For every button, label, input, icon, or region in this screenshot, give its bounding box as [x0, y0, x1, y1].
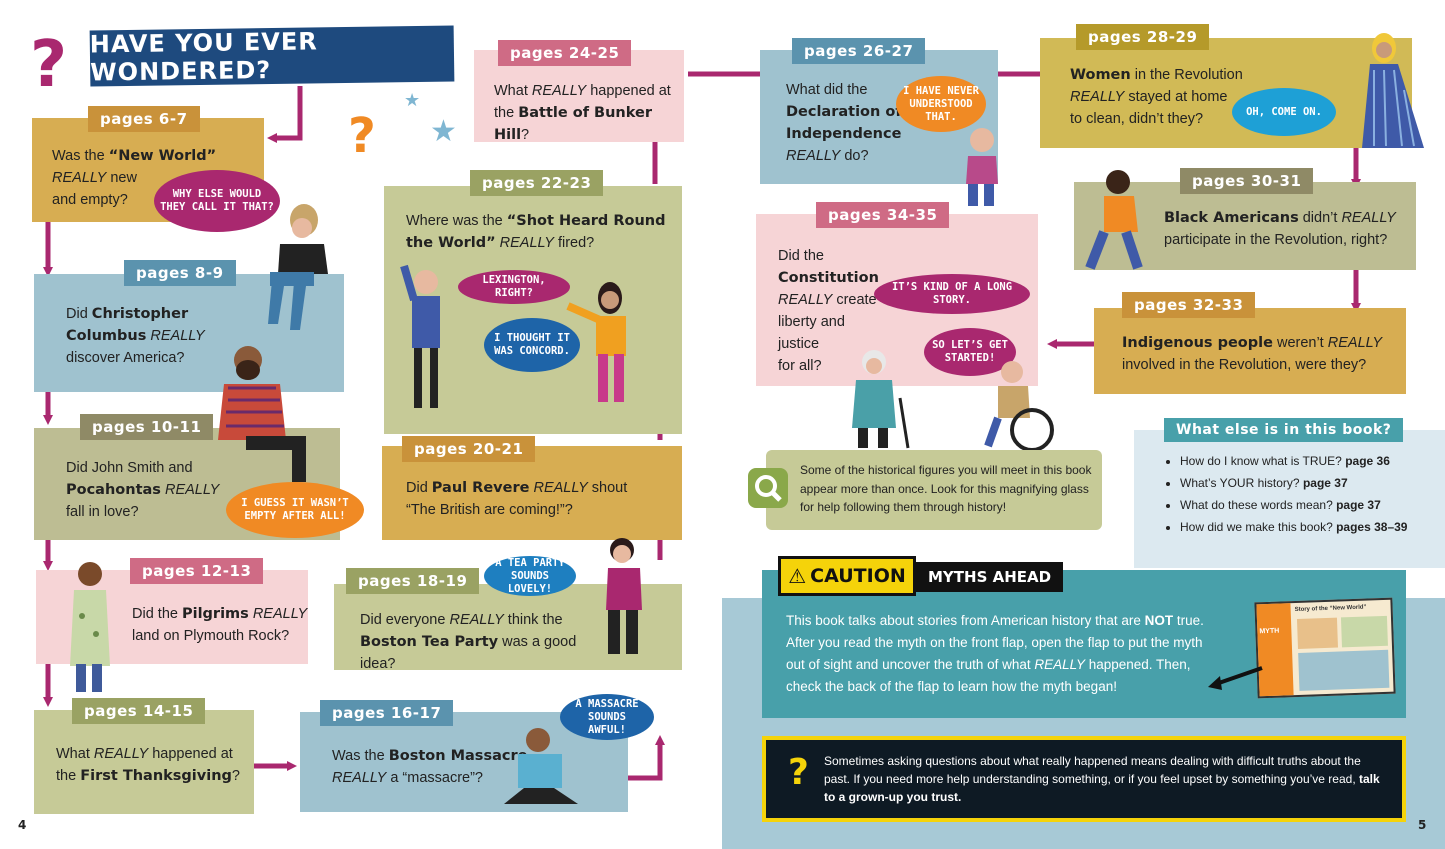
question-mark-icon: ? — [788, 752, 809, 793]
illustration-tea-party-person — [606, 538, 642, 654]
card-question: Black Americans didn’t REALLY participat… — [1164, 210, 1396, 248]
illustration-massacre-person — [504, 728, 578, 804]
speech-bubble-come-on: OH, COME ON. — [1232, 88, 1336, 136]
illustration-person-sitting — [268, 204, 328, 330]
magnifying-glass-icon — [748, 468, 788, 508]
page-tag: pages 20-21 — [402, 436, 536, 462]
card-question: What did the Declaration of Independence… — [786, 82, 902, 164]
illustration-elder-woman — [852, 350, 910, 449]
illustration-wheelchair-person — [984, 361, 1054, 452]
card-pages-28-29[interactable] — [1040, 38, 1412, 148]
list-item[interactable]: What’s YOUR history? page 37 — [1180, 472, 1445, 494]
caution-text: This book talks about stories from Ameri… — [786, 613, 1204, 694]
speech-bubble-why: WHY ELSE WOULD THEY CALL IT THAT? — [154, 170, 280, 232]
list-item[interactable]: How did we make this book? pages 38–39 — [1180, 516, 1445, 538]
illustration-pilgrim — [70, 562, 110, 692]
page-tag: pages 24-25 — [498, 40, 632, 66]
illustration-girl — [966, 128, 998, 206]
page-tag: pages 6-7 — [88, 106, 200, 132]
card-question: Was the “New World” REALLY new and empty… — [52, 148, 217, 208]
page-title-banner: HAVE YOU EVER WONDERED? — [89, 25, 455, 87]
page-tag: pages 28-29 — [1076, 24, 1210, 50]
list-item[interactable]: How do I know what is TRUE? page 36 — [1180, 450, 1445, 472]
page-tag: pages 30-31 — [1180, 168, 1314, 194]
caution-label-box: ⚠ CAUTION — [778, 556, 916, 596]
card-pages-14-15[interactable] — [34, 710, 254, 814]
page-tag: pages 16-17 — [320, 700, 454, 726]
page-tag: pages 26-27 — [792, 38, 926, 64]
page-title: HAVE YOU EVER WONDERED? — [89, 27, 318, 87]
page-tag: pages 32-33 — [1122, 292, 1256, 318]
speech-bubble-tea-party: A TEA PARTY SOUNDS LOVELY! — [484, 556, 576, 596]
page-tag: pages 8-9 — [124, 260, 236, 286]
card-question: Indigenous people weren’t REALLY involve… — [1122, 335, 1383, 373]
card-question: Women in the Revolution REALLY stayed at… — [1070, 67, 1243, 127]
card-pages-8-9[interactable] — [34, 274, 344, 392]
illustration-woman-robe — [1362, 33, 1424, 148]
magnifying-glass-text: Some of the historical figures you will … — [800, 463, 1092, 514]
caution-label: CAUTION — [810, 565, 906, 587]
speech-bubble-started: SO LET’S GET STARTED! — [924, 328, 1016, 376]
card-question: Did everyone REALLY think the Boston Tea… — [360, 612, 577, 672]
illustration-black-american — [1085, 170, 1143, 270]
magnifying-glass-note — [766, 450, 1102, 530]
speech-bubble-massacre: A MASSACRE SOUNDS AWFUL! — [560, 694, 654, 740]
card-question: What REALLY happened at the Battle of Bu… — [494, 83, 671, 143]
page-tag: pages 10-11 — [80, 414, 214, 440]
question-mark-icon: ? — [30, 28, 68, 102]
page-tag: pages 34-35 — [816, 202, 950, 228]
what-else-box — [1134, 430, 1445, 568]
card-pages-32-33[interactable] — [1094, 308, 1406, 394]
card-question: Did the Constitution REALLY create liber… — [778, 248, 879, 374]
card-question: Did Christopher Columbus REALLY discover… — [66, 306, 205, 366]
card-question: Where was the “Shot Heard Round the Worl… — [406, 213, 666, 251]
star-icon: ★ — [430, 115, 457, 148]
card-question: Was the Boston Massacre REALLY a “massac… — [332, 748, 528, 786]
arrow-icon — [1208, 666, 1263, 690]
card-question: Did the Pilgrims REALLY land on Plymouth… — [132, 606, 308, 644]
illustration-woman-pointing — [566, 282, 626, 402]
book-flap-illustration: MYTH Story of the “New World” — [1254, 597, 1396, 699]
page-number-left: 4 — [18, 818, 27, 832]
page-tag: pages 22-23 — [470, 170, 604, 196]
speech-bubble-empty: I GUESS IT WASN’T EMPTY AFTER ALL! — [226, 482, 364, 538]
question-mark-icon: ? — [348, 108, 376, 164]
card-question: Did John Smith and Pocahontas REALLY fal… — [66, 460, 220, 520]
card-question: Did Paul Revere REALLY shout “The Britis… — [406, 480, 628, 518]
book-title-part1: Story of the — [1294, 605, 1330, 614]
what-else-list: How do I know what is TRUE? page 36 What… — [1152, 450, 1445, 538]
card-question: What REALLY happened at the First Thanks… — [56, 746, 240, 784]
warning-icon: ⚠ — [788, 565, 807, 588]
difficult-truths-note — [762, 736, 1406, 822]
myths-ahead-label: MYTHS AHEAD — [916, 562, 1064, 592]
difficult-truths-text: Sometimes asking questions about what re… — [824, 754, 1380, 804]
speech-bubble-concord: I THOUGHT IT WAS CONCORD. — [484, 318, 580, 372]
book-myth-label: MYTH — [1259, 627, 1280, 636]
page-tag: pages 12-13 — [130, 558, 264, 584]
list-item[interactable]: What do these words mean? page 37 — [1180, 494, 1445, 516]
page-tag: pages 14-15 — [72, 698, 206, 724]
speech-bubble-long-story: IT’S KIND OF A LONG STORY. — [874, 274, 1030, 314]
speech-bubble-lexington: LEXINGTON, RIGHT? — [458, 270, 570, 304]
illustration-man-pointing — [400, 264, 440, 408]
star-icon: ★ — [404, 90, 421, 110]
book-title-part2: “New World” — [1329, 604, 1367, 612]
speech-bubble-never: I HAVE NEVER UNDERSTOOD THAT. — [896, 76, 986, 132]
page-number-right: 5 — [1418, 818, 1427, 832]
illustration-columbus — [218, 346, 306, 482]
what-else-title: What else is in this book? — [1164, 418, 1404, 442]
page-tag: pages 18-19 — [346, 568, 480, 594]
